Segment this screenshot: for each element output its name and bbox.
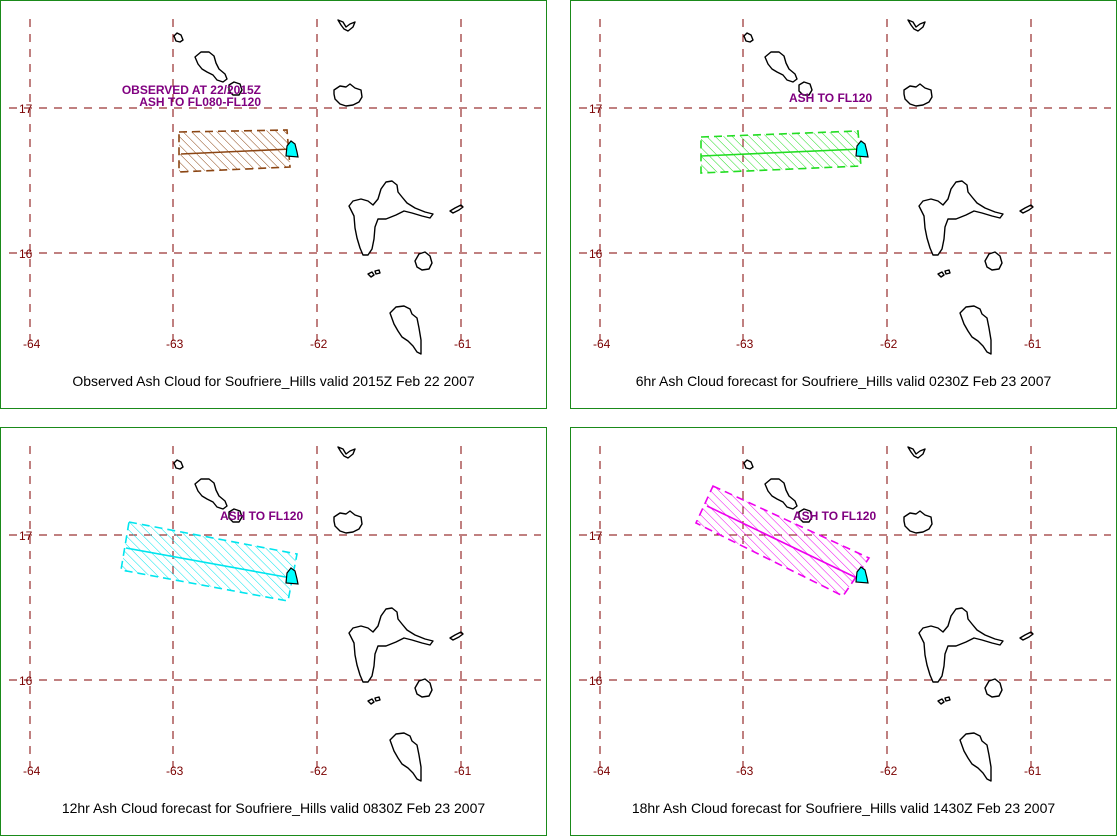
- ash-cloud-area: [694, 484, 871, 598]
- islet-east: [449, 204, 464, 214]
- island-guadeloupe: [918, 180, 1004, 256]
- lon-tick-label: -64: [23, 337, 41, 351]
- ash-label-line-1: ASH TO FL120: [220, 509, 304, 523]
- lon-tick-label: -63: [166, 337, 184, 351]
- lat-tick-label: 17: [589, 102, 603, 116]
- lon-tick-label: -63: [736, 764, 754, 778]
- lon-tick-label: -62: [310, 764, 328, 778]
- islet-small: [743, 459, 754, 470]
- ash-label-line-1: ASH TO FL120: [789, 91, 873, 105]
- lon-tick-label: -64: [593, 337, 611, 351]
- island-dominica: [389, 305, 422, 355]
- islets-saintes: [367, 696, 381, 705]
- map-canvas-6hr: -64 -63 -62 -61 17 16: [579, 19, 1111, 355]
- map-panel-6hr: -64 -63 -62 -61 17 16 ASH TO FL120 6hr Ash Cl…: [570, 0, 1117, 409]
- ash-cloud-axis: [180, 148, 292, 155]
- island-marie-galante: [984, 251, 1003, 271]
- island-dominica: [959, 305, 992, 355]
- lon-tick-label: -62: [880, 337, 898, 351]
- ash-cloud-area: [120, 521, 298, 602]
- caption-6hr: 6hr Ash Cloud forecast for Soufriere_Hil…: [635, 373, 1052, 389]
- map-panel-18hr: -64 -63 -62 -61 17 16 ASH TO FL120 18hr Ash C…: [570, 427, 1117, 836]
- lon-tick-label: -61: [454, 764, 472, 778]
- lon-tick-label: -64: [593, 764, 611, 778]
- island-marie-galante: [414, 251, 433, 271]
- islet-east: [1019, 631, 1034, 641]
- island-guadeloupe: [348, 607, 434, 683]
- island-dominica: [959, 732, 992, 782]
- lon-tick-label: -61: [1024, 764, 1042, 778]
- lat-tick-label: 16: [589, 247, 603, 261]
- ash-label-12hr: ASH TO FL120: [220, 510, 303, 522]
- lat-tick-label: 16: [19, 674, 33, 688]
- island-marie-galante: [984, 678, 1003, 698]
- island-small-west: [228, 508, 243, 523]
- islet-top-hook: [337, 446, 356, 459]
- ash-label-line-2: ASH TO FL080-FL120: [139, 95, 261, 109]
- ash-cloud-axis: [706, 505, 862, 581]
- ash-label-line-1: OBSERVED AT 22/2015Z: [121, 83, 261, 97]
- volcano-island-montserrat: [855, 140, 869, 158]
- islet-east: [449, 631, 464, 641]
- volcano-island-montserrat: [285, 140, 299, 158]
- caption-observed: Observed Ash Cloud for Soufriere_Hills v…: [72, 373, 475, 389]
- island-nevis-kitts: [764, 51, 798, 83]
- lon-tick-label: -61: [1024, 337, 1042, 351]
- ash-label-18hr: ASH TO FL120: [793, 510, 876, 522]
- lat-tick-label: 17: [19, 529, 33, 543]
- ash-label-observed: OBSERVED AT 22/2015Z ASH TO FL080-FL120: [101, 84, 261, 108]
- islet-top-hook: [337, 19, 356, 32]
- lon-tick-label: -61: [454, 337, 472, 351]
- lat-tick-label: 17: [589, 529, 603, 543]
- islet-small: [743, 32, 754, 43]
- lon-tick-label: -62: [880, 764, 898, 778]
- caption-12hr: 12hr Ash Cloud forecast for Soufriere_Hi…: [61, 800, 486, 816]
- ash-label-6hr: ASH TO FL120: [789, 92, 872, 104]
- map-canvas-observed: -64 -63 -62 -61 17 16: [9, 19, 541, 355]
- map-canvas-18hr: -64 -63 -62 -61 17 16: [579, 446, 1111, 782]
- volcano-island-montserrat: [855, 566, 869, 584]
- island-small-west: [798, 81, 813, 96]
- islets-saintes: [367, 269, 381, 278]
- lon-tick-label: -63: [736, 337, 754, 351]
- ash-cloud-axis: [700, 148, 862, 157]
- island-guadeloupe: [918, 607, 1004, 683]
- volcano-island-montserrat: [285, 567, 299, 585]
- island-antigua: [903, 510, 933, 534]
- islet-small: [173, 459, 184, 470]
- island-antigua: [333, 83, 363, 107]
- lat-tick-label: 16: [19, 247, 33, 261]
- island-antigua: [903, 83, 933, 107]
- island-nevis-kitts: [194, 478, 228, 510]
- lat-tick-label: 17: [19, 102, 33, 116]
- island-small-west: [228, 81, 243, 96]
- island-dominica: [389, 732, 422, 782]
- ash-label-line-1: ASH TO FL120: [793, 509, 877, 523]
- lon-tick-label: -64: [23, 764, 41, 778]
- islet-top-hook: [907, 19, 926, 32]
- islet-east: [1019, 204, 1034, 214]
- map-panel-12hr: -64 -63 -62 -61 17 16 ASH TO FL120 12hr Ash C…: [0, 427, 547, 836]
- lat-tick-label: 16: [589, 674, 603, 688]
- islet-top-hook: [907, 446, 926, 459]
- lon-tick-label: -62: [310, 337, 328, 351]
- islets-saintes: [937, 269, 951, 278]
- island-small-west: [798, 508, 813, 523]
- island-antigua: [333, 510, 363, 534]
- island-guadeloupe: [348, 180, 434, 256]
- map-panel-observed: -64 -63 -62 -61 17 16 OBSERVED AT 22/2015Z AS…: [0, 0, 547, 409]
- island-marie-galante: [414, 678, 433, 698]
- ash-cloud-axis: [125, 547, 292, 579]
- island-nevis-kitts: [194, 51, 228, 83]
- island-nevis-kitts: [764, 478, 798, 510]
- lon-tick-label: -63: [166, 764, 184, 778]
- map-canvas-12hr: -64 -63 -62 -61 17 16: [9, 446, 541, 782]
- islets-saintes: [937, 696, 951, 705]
- caption-18hr: 18hr Ash Cloud forecast for Soufriere_Hi…: [631, 800, 1056, 816]
- islet-small: [173, 32, 184, 43]
